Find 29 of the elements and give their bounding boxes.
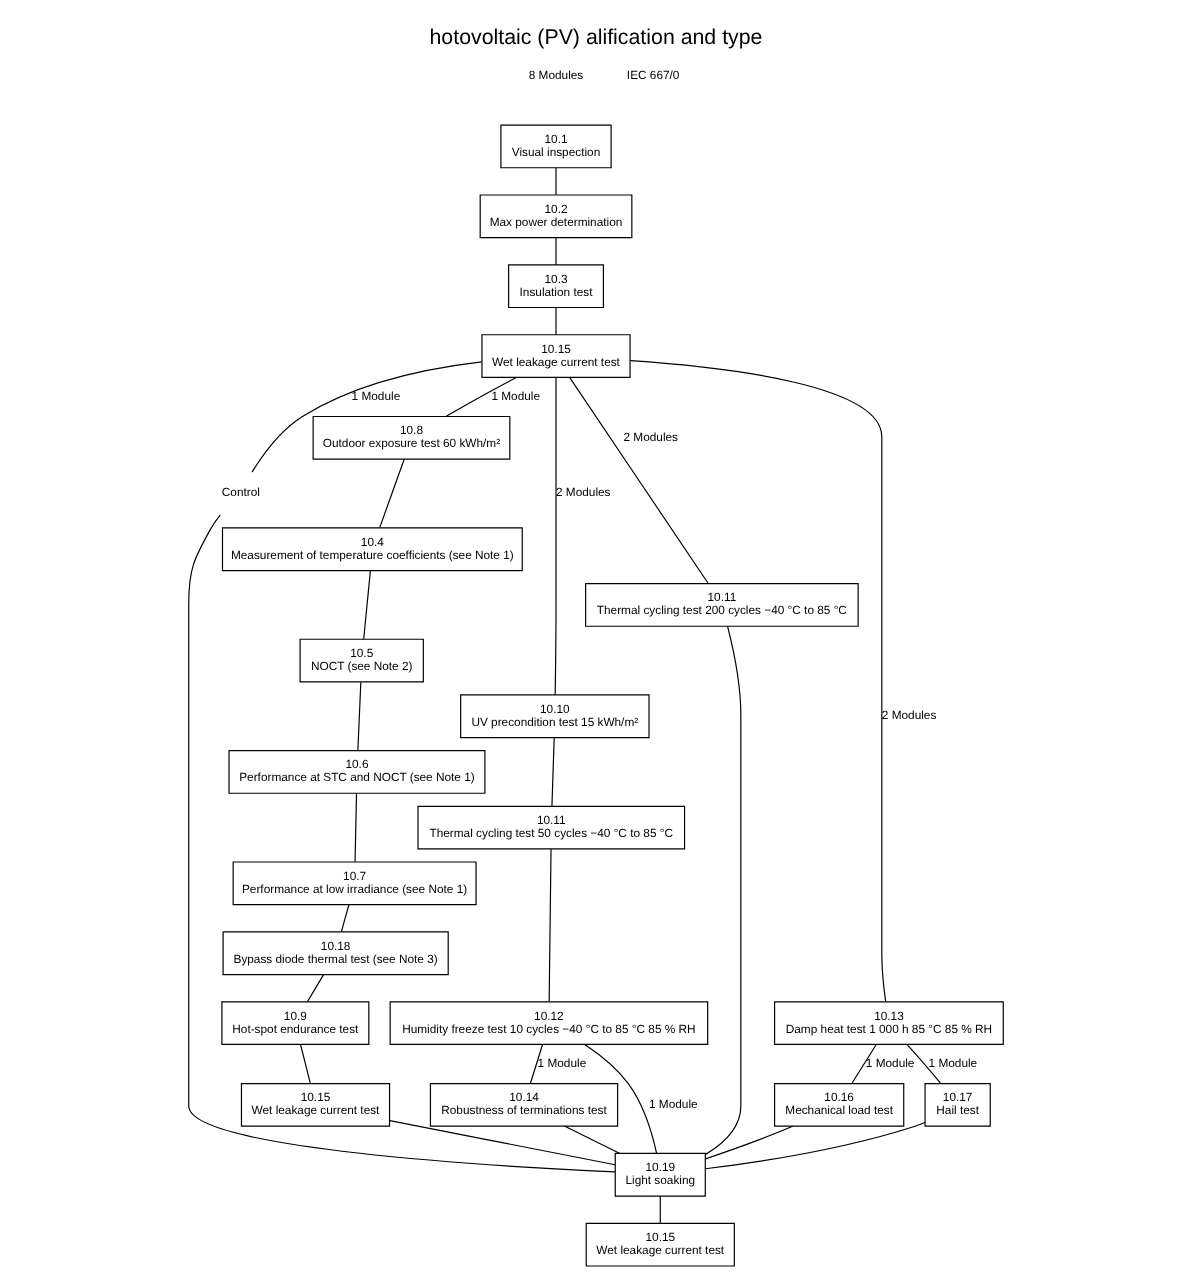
connector xyxy=(529,1044,544,1084)
connector xyxy=(554,376,557,696)
connector xyxy=(555,237,557,266)
connector xyxy=(548,848,552,1002)
diagram-title: hotovoltaic (PV) alification and type xyxy=(429,25,763,50)
connector xyxy=(584,1043,658,1154)
connector xyxy=(551,737,555,807)
connector xyxy=(569,376,709,584)
connector xyxy=(555,167,557,196)
connector xyxy=(299,1044,311,1084)
connector xyxy=(445,376,517,417)
connector xyxy=(363,570,371,640)
connector xyxy=(659,1195,661,1224)
connector xyxy=(704,1121,926,1170)
connector xyxy=(705,625,742,1155)
connector xyxy=(555,307,557,336)
connector xyxy=(379,458,405,529)
connector xyxy=(340,904,350,933)
connector xyxy=(188,514,616,1173)
connector xyxy=(704,1125,794,1160)
connector xyxy=(906,1044,942,1084)
connector xyxy=(354,793,358,863)
connector xyxy=(851,1044,877,1084)
connector xyxy=(389,1120,616,1166)
connector xyxy=(357,681,362,751)
connector xyxy=(564,1125,620,1154)
connector xyxy=(306,974,325,1003)
connector xyxy=(629,360,887,1003)
connector xyxy=(251,361,483,473)
